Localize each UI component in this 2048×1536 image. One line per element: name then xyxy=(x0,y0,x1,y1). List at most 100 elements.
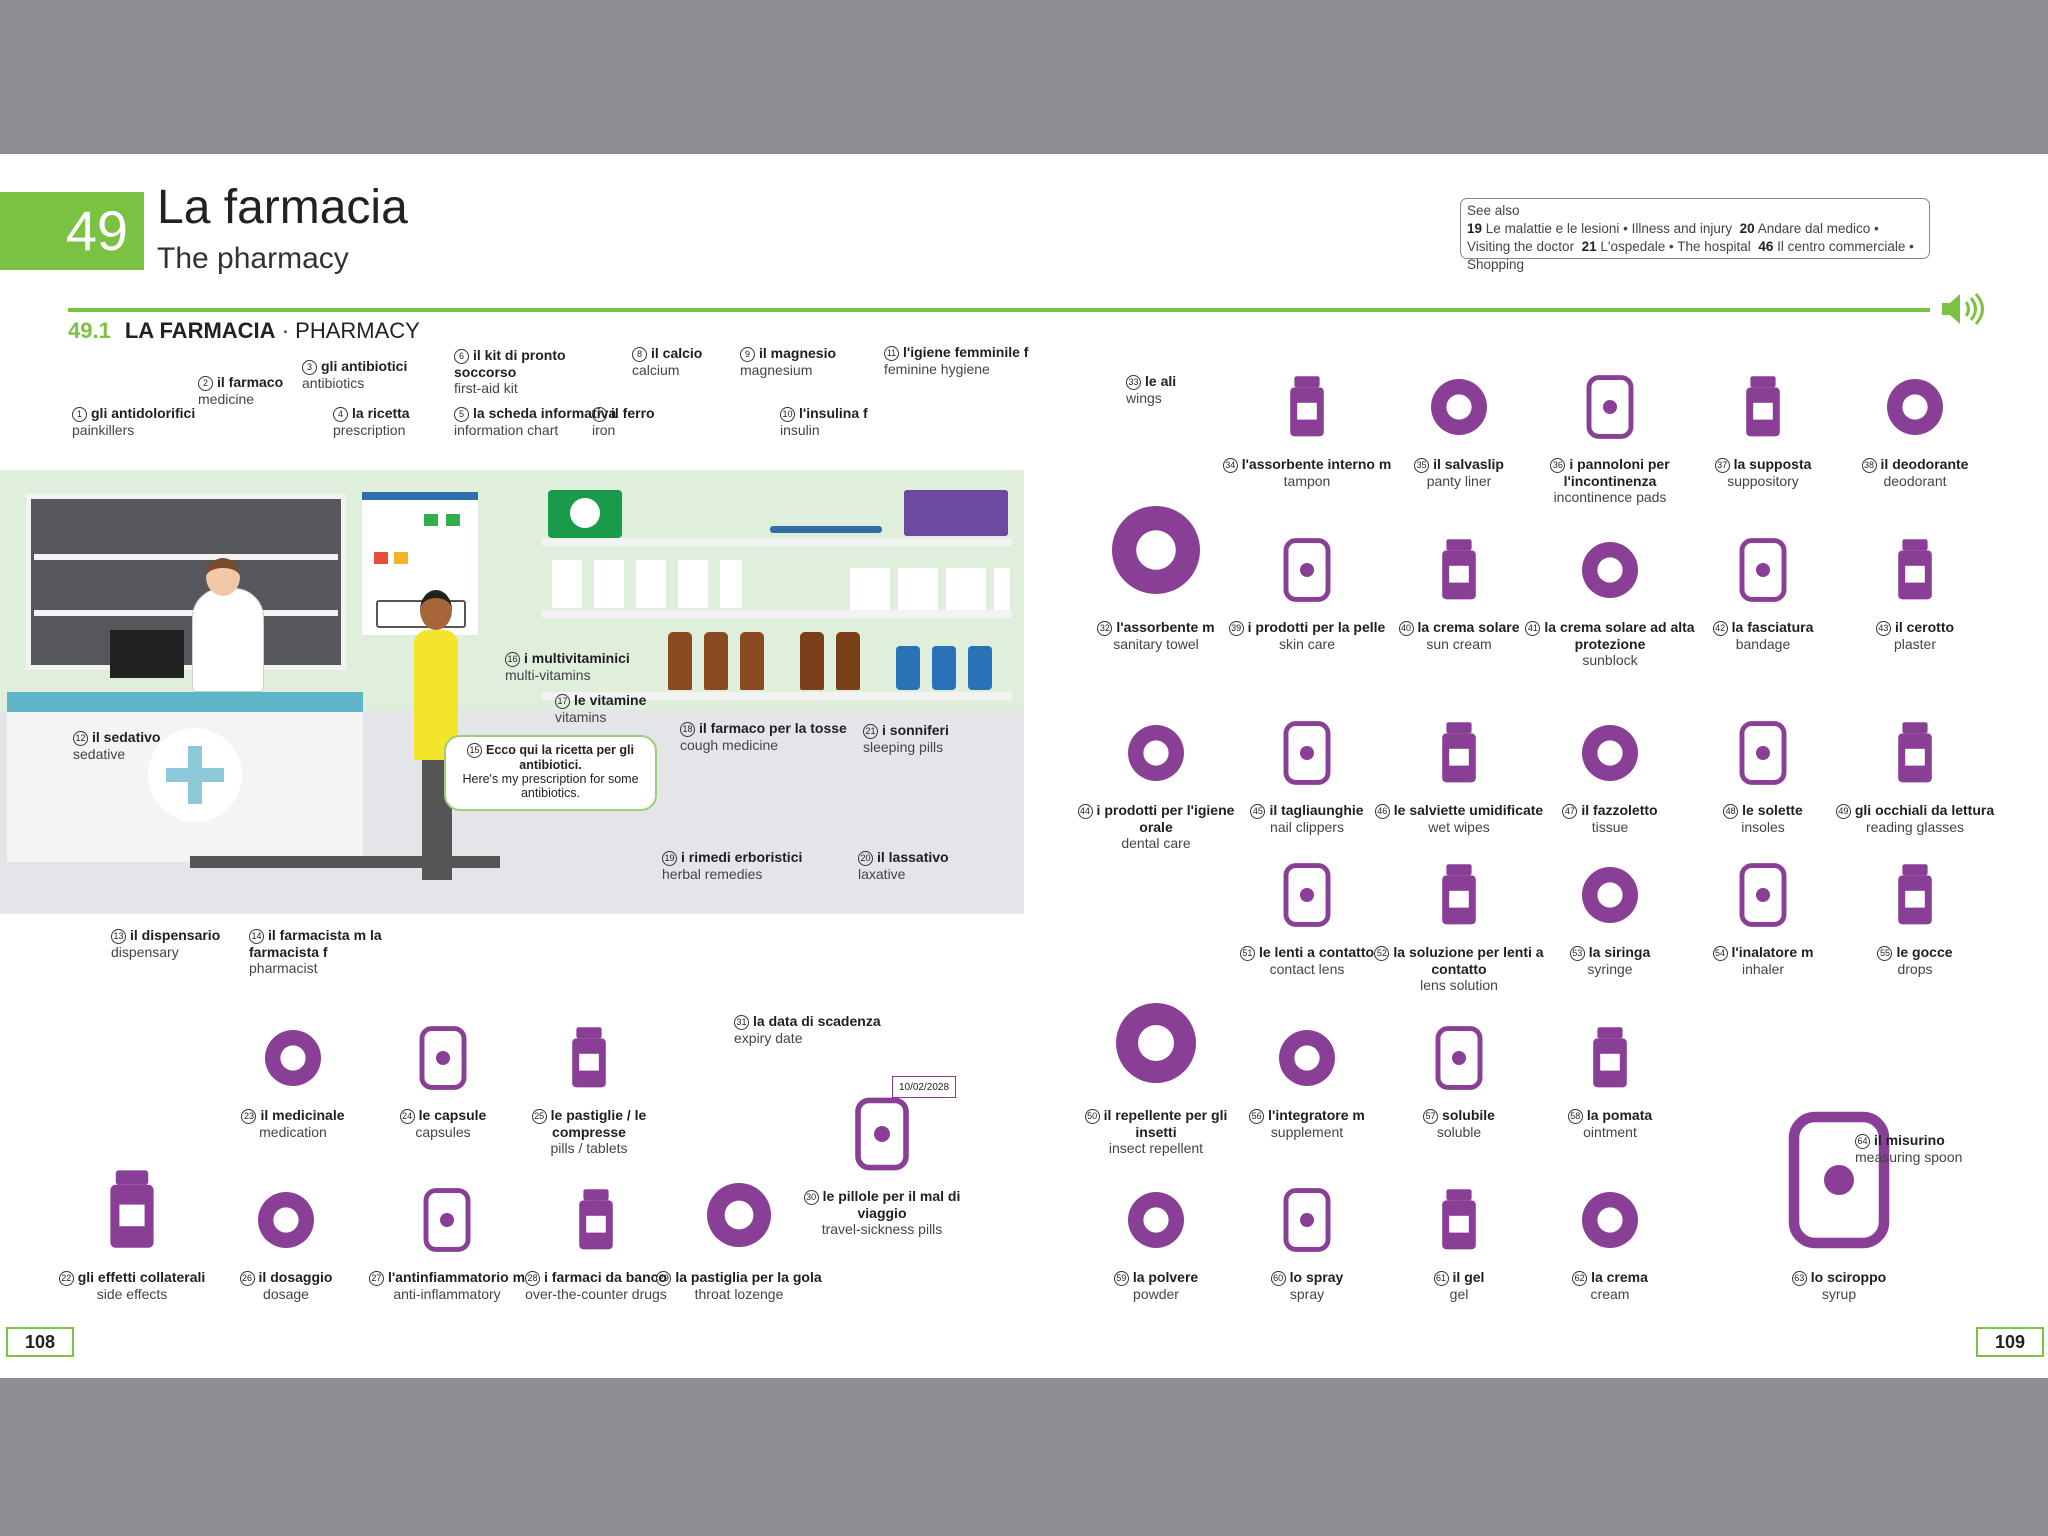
term-english: feminine hygiene xyxy=(884,361,990,377)
item-number: 22 xyxy=(58,1271,74,1286)
term-italian: i sonniferi xyxy=(882,722,949,738)
item-number: 57 xyxy=(1423,1109,1439,1124)
term-italian: il farmacista m la farmacista f xyxy=(249,927,382,960)
ref-text[interactable]: Le malattie e le lesioni • Illness and i… xyxy=(1485,221,1733,236)
item-number: 4 xyxy=(333,407,348,422)
item-number: 9 xyxy=(740,347,755,362)
term-english: painkillers xyxy=(72,422,135,438)
term-italian: il calcio xyxy=(651,345,703,361)
term-english: expiry date xyxy=(734,1030,803,1046)
item-number: 64 xyxy=(1855,1134,1870,1149)
item-55-icon xyxy=(1880,860,1950,935)
item-56-icon xyxy=(1272,1023,1342,1098)
term-italian: il lassativo xyxy=(877,849,949,865)
term-italian: le capsule xyxy=(418,1107,487,1123)
section-title-en: PHARMACY xyxy=(295,318,420,343)
ref-text[interactable]: Andare dal medico • Visiting the doctor xyxy=(1467,221,1879,254)
term-english: insoles xyxy=(1741,819,1785,835)
term-english: deodorant xyxy=(1883,473,1947,489)
term-english: inhaler xyxy=(1741,961,1785,977)
term-english: sunblock xyxy=(1582,652,1638,668)
item-number: 59 xyxy=(1113,1271,1129,1286)
item-23-icon xyxy=(258,1023,328,1098)
term-english: skin care xyxy=(1278,636,1336,652)
item-30-icon xyxy=(842,1094,922,1179)
product-shelves xyxy=(542,538,1012,546)
item-number: 2 xyxy=(198,376,213,391)
ref-text[interactable]: L'ospedale • The hospital xyxy=(1600,239,1751,254)
term-italian: gli antibiotici xyxy=(321,358,408,374)
term-english: tampon xyxy=(1283,473,1331,489)
speaker-icon[interactable] xyxy=(1940,292,1986,331)
term-english: sanitary towel xyxy=(1113,636,1199,652)
term-english: dental care xyxy=(1121,835,1191,851)
item-51-icon xyxy=(1272,860,1342,935)
item-number: 55 xyxy=(1877,946,1893,961)
item-number: 62 xyxy=(1572,1271,1588,1286)
item-49-icon xyxy=(1880,718,1950,793)
item-58-icon xyxy=(1575,1023,1645,1098)
term-italian: le gocce xyxy=(1896,944,1953,960)
item-number: 56 xyxy=(1249,1109,1265,1124)
page-title: La farmacia xyxy=(157,181,408,234)
see-also-box: See also 19 Le malattie e le lesioni • I… xyxy=(1460,198,1930,272)
vitamin-boxes xyxy=(552,560,742,608)
term-english: tissue xyxy=(1591,819,1629,835)
term-italian: i multivitaminici xyxy=(524,650,630,666)
item-number: 1 xyxy=(72,407,87,422)
item-number: 50 xyxy=(1084,1109,1100,1124)
term-english: sun cream xyxy=(1426,636,1492,652)
term-italian: le vitamine xyxy=(574,692,647,708)
item-32-icon xyxy=(1101,495,1211,610)
item-42-icon xyxy=(1728,535,1798,610)
item-24-icon xyxy=(408,1023,478,1098)
item-number: 52 xyxy=(1374,946,1390,961)
term-english: throat lozenge xyxy=(694,1286,784,1302)
ref-text[interactable]: Il centro commerciale • Shopping xyxy=(1467,239,1914,272)
term-italian: il magnesio xyxy=(759,345,837,361)
term-italian: le salviette umidificate xyxy=(1393,802,1544,818)
item-46-icon xyxy=(1424,718,1494,793)
first-aid-kit xyxy=(548,490,622,538)
item-number: 33 xyxy=(1126,375,1141,390)
term-italian: il misurino xyxy=(1874,1132,1945,1148)
term-italian: la polvere xyxy=(1132,1269,1199,1285)
item-number: 10 xyxy=(780,407,795,422)
item-number: 31 xyxy=(734,1015,749,1030)
term-italian: l'assorbente m xyxy=(1116,619,1215,635)
item-number: 40 xyxy=(1398,621,1414,636)
item-number: 51 xyxy=(1239,946,1255,961)
pharmacist xyxy=(192,588,264,692)
term-english: pills / tablets xyxy=(550,1140,628,1156)
speech-it: Ecco qui la ricetta per gli antibiotici. xyxy=(486,743,634,772)
term-italian: i farmaci da banco xyxy=(544,1269,667,1285)
ref-num: 20 xyxy=(1739,221,1755,236)
term-italian: il farmaco per la tosse xyxy=(699,720,847,736)
item-36-icon xyxy=(1575,372,1645,447)
item-number: 21 xyxy=(863,724,878,739)
term-italian: il repellente per gli insetti xyxy=(1103,1107,1228,1140)
term-english: suppository xyxy=(1727,473,1799,489)
item-number: 45 xyxy=(1250,804,1266,819)
item-37-icon xyxy=(1728,372,1798,447)
